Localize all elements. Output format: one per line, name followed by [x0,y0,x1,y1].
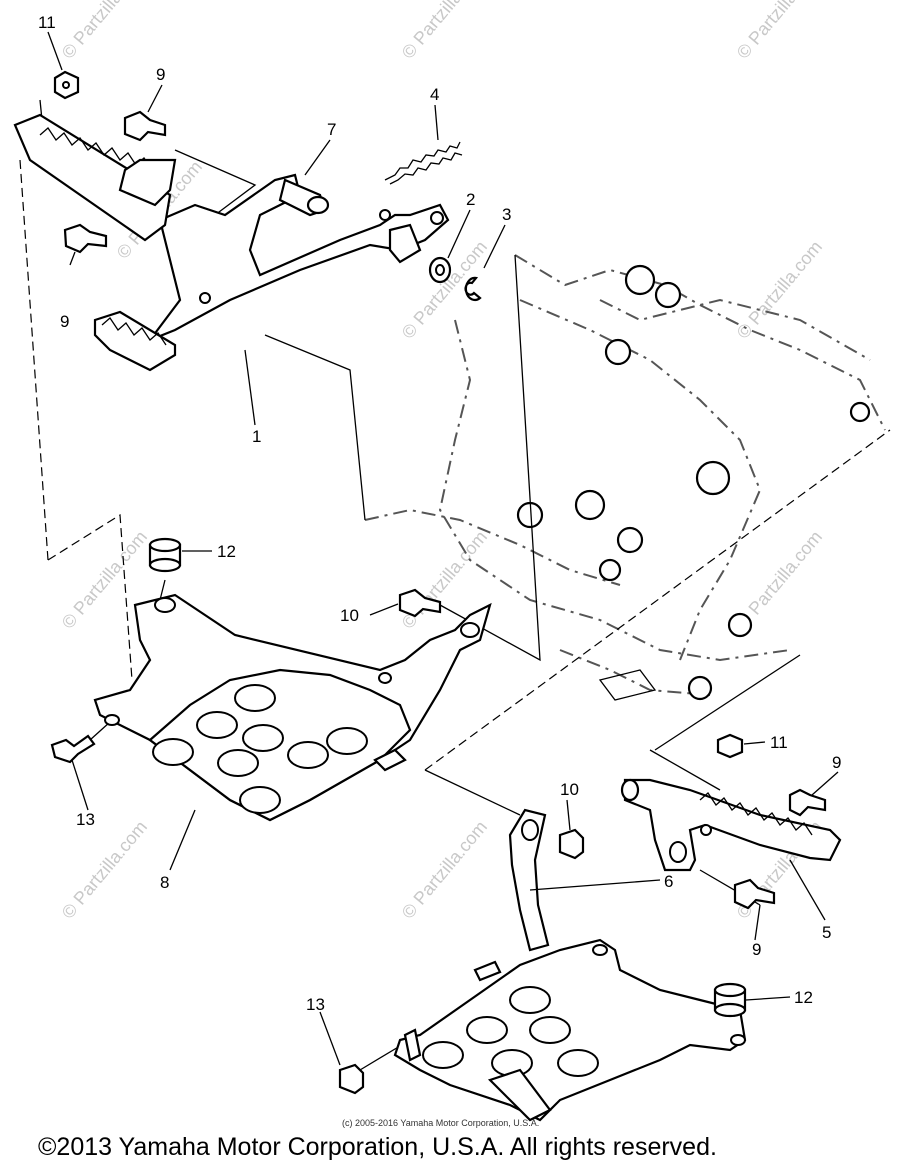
frame-boss [616,526,644,554]
callout-label: 12 [794,988,813,1007]
frame-boss [654,281,682,309]
callout-leaders [47,31,839,1066]
right-footrest-bracket [620,778,842,872]
callout-label: 13 [76,810,95,829]
upper-left-footpeg [13,113,177,242]
watermark: © Partzilla.com [733,0,826,63]
callout-label: 12 [217,542,236,561]
assembly-lines [19,99,891,1116]
frame-outline [364,254,886,701]
lower-rubber-damper [713,982,747,1018]
return-spring [384,141,463,185]
middle-hardware [50,588,442,764]
callout-label: 6 [664,872,673,891]
callout-label: 9 [752,940,761,959]
callout-labels: 11 9 4 7 2 3 9 1 12 10 13 8 11 9 10 6 5 … [38,13,841,1014]
copyright-small: (c) 2005-2016 Yamaha Motor Corporation, … [342,1118,539,1128]
frame-boss [849,401,871,423]
upper-rubber-damper [148,537,182,573]
frame-boss [695,460,731,496]
lower-left-footpeg [93,310,177,372]
callout-label: 9 [60,312,69,331]
callout-label: 10 [340,606,359,625]
left-skid-plate [93,593,492,822]
frame-boss [727,612,753,638]
callout-label: 4 [430,85,439,104]
right-bracket-tube [508,808,550,952]
right-skid-plate [393,938,747,1122]
circlip [464,276,482,301]
left-footrest-bracket [146,173,450,343]
callout-label: 10 [560,780,579,799]
frame-boss [624,264,656,296]
frame-boss [574,489,606,521]
callout-label: 1 [252,427,261,446]
callout-label: 8 [160,873,169,892]
watermark: © Partzilla.com [58,817,151,923]
copyright-notice: ©2013 Yamaha Motor Corporation, U.S.A. A… [38,1133,717,1161]
callout-label: 9 [832,753,841,772]
watermark: © Partzilla.com [58,0,151,63]
callout-label: 9 [156,65,165,84]
washer [428,256,452,284]
callout-label: 7 [327,120,336,139]
callout-label: 11 [770,733,788,752]
watermark: © Partzilla.com [398,0,491,63]
callout-label: 3 [502,205,511,224]
frame-boss [598,558,622,582]
callout-label: 13 [306,995,325,1014]
callout-label: 11 [38,13,56,32]
callout-label: 2 [466,190,475,209]
right-hardware [338,733,827,1095]
callout-label: 5 [822,923,831,942]
frame-boss [687,675,713,701]
pivot-pin [278,178,330,217]
frame-boss [604,338,632,366]
watermark: © Partzilla.com [398,817,491,923]
upper-hardware [53,70,167,254]
